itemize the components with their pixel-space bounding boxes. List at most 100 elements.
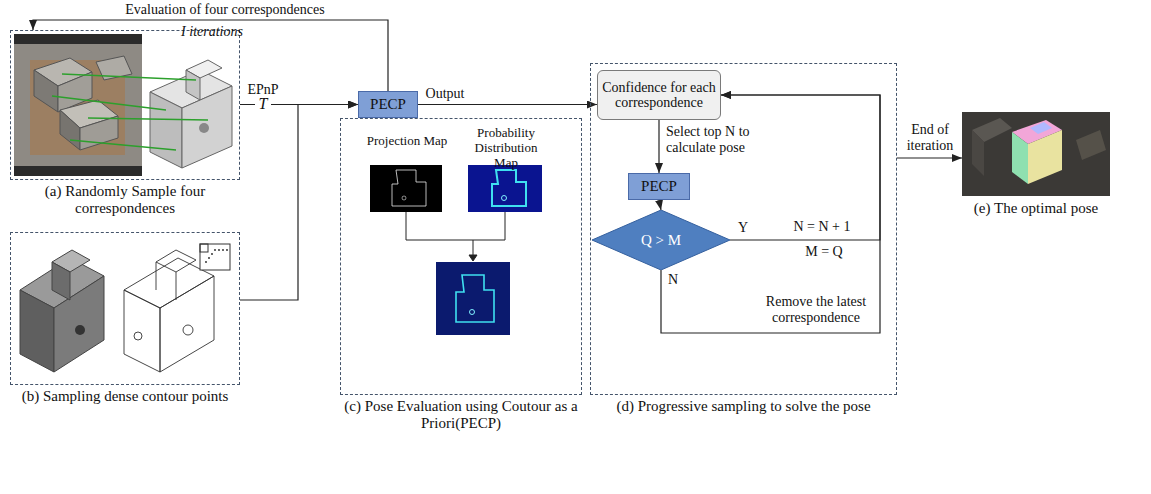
projection-map — [392, 170, 426, 206]
dashed-panel: (c) Pose Evaluation using Coutour as a P… — [340, 118, 582, 395]
zoom-inset — [205, 261, 207, 263]
merge-lines — [473, 240, 474, 255]
zoom-inset — [218, 249, 220, 251]
connector-arrow — [658, 120, 659, 173]
combined-map — [436, 262, 510, 335]
probability-map — [468, 165, 542, 212]
zoom-inset — [200, 244, 230, 270]
scene-photo — [34, 70, 58, 112]
node-text: Confidence for each correspondence — [602, 80, 716, 111]
zoom-inset — [214, 249, 216, 251]
process-box: PECP — [358, 91, 418, 118]
cad-model — [182, 86, 232, 168]
connector-arrow — [418, 104, 597, 105]
cad-model — [150, 92, 182, 168]
dashed-panel: (b) Sampling dense contour points — [10, 232, 240, 385]
text-label: I iterations — [172, 24, 252, 40]
correspondence-lines — [62, 74, 196, 80]
contour-drawing — [124, 290, 160, 372]
result-image — [962, 112, 1110, 196]
result-image — [972, 130, 984, 176]
result-image — [962, 112, 1110, 196]
scene-photo — [60, 110, 80, 150]
correspondence-lines — [52, 96, 166, 110]
combined-map — [470, 310, 475, 315]
node-text: PECP — [641, 178, 677, 195]
text-label: M = Q — [796, 244, 852, 260]
node-text: PECP — [370, 96, 406, 113]
projection-map — [402, 196, 406, 200]
cad-model — [150, 60, 232, 168]
text-label: Remove the latest correspondence — [760, 294, 872, 326]
edge-label: Select top N to calculate pose — [666, 124, 784, 156]
contour-drawing — [160, 276, 214, 372]
probability-map — [468, 165, 542, 212]
correspondence-lines — [52, 74, 208, 150]
scene-photo — [14, 166, 142, 176]
cad-model — [199, 123, 209, 133]
text-label: Probability Distribution Map — [462, 126, 550, 171]
edge-label: N — [666, 272, 680, 288]
text-label: N = N + 1 — [786, 219, 858, 235]
text-label: Projection Map — [364, 134, 450, 149]
combined-map — [456, 275, 494, 322]
connector-arrow — [661, 95, 880, 333]
result-image — [1076, 130, 1106, 160]
merge-lines — [505, 212, 506, 240]
edge-label: End of iteration — [899, 122, 961, 154]
connector-arrow — [897, 157, 962, 158]
probability-map — [502, 196, 507, 201]
contour-drawing — [156, 262, 157, 290]
panel-caption: (a) Randomly Sample four correspondences — [3, 183, 247, 218]
panel-caption: (b) Sampling dense contour points — [3, 388, 247, 405]
result-panel: (e) The optimal pose — [962, 112, 1110, 196]
edge-label: Output — [420, 86, 470, 102]
merge-lines — [406, 212, 505, 261]
cad-solid-part — [20, 290, 54, 372]
dashed-panel: (a) Randomly Sample four correspondences — [10, 30, 240, 180]
text-label: T — [255, 95, 271, 113]
zoom-inset — [211, 253, 213, 255]
cad-solid-part — [75, 325, 85, 335]
cad-model — [186, 70, 200, 100]
connector-arrow — [659, 200, 661, 210]
connector-arrow — [721, 95, 880, 240]
probability-map — [492, 170, 526, 206]
zoom-inset — [205, 249, 228, 263]
contour-drawing — [156, 250, 196, 272]
result-image — [1030, 122, 1052, 134]
result-image — [1028, 130, 1062, 184]
combined-map — [436, 262, 510, 335]
zoom-inset — [222, 249, 224, 251]
merge-lines — [406, 212, 407, 240]
merge-lines — [406, 240, 505, 241]
zoom-inset — [200, 244, 208, 252]
node-text: Q > M — [641, 232, 681, 249]
process-box: Confidence for each correspondence — [597, 70, 721, 120]
decision-diamond: Q > M — [592, 210, 730, 270]
cad-solid-part — [52, 262, 70, 300]
contour-drawing — [183, 325, 193, 335]
merge-lines — [469, 255, 477, 261]
correspondence-lines — [70, 140, 176, 150]
panel-caption: (e) The optimal pose — [954, 200, 1118, 217]
diamond-shape — [592, 210, 730, 270]
correspondence-lines — [88, 118, 208, 120]
projection-map — [370, 165, 442, 212]
projection-map — [370, 165, 442, 212]
zoom-inset — [226, 249, 228, 251]
scene-photo — [80, 116, 118, 150]
contour-drawing — [176, 272, 177, 300]
process-box: PECP — [628, 173, 690, 200]
scene-photo — [14, 34, 142, 44]
panel-caption: (c) Pose Evaluation using Coutour as a P… — [333, 398, 589, 433]
zoom-inset — [208, 257, 210, 259]
zoom-inset — [200, 244, 230, 270]
contour-drawing — [134, 332, 142, 340]
edge-label: Evaluation of four correspondences — [95, 2, 355, 18]
edge-label: Y — [736, 220, 750, 236]
panel-caption: (d) Progressive sampling to solve the po… — [583, 398, 904, 415]
